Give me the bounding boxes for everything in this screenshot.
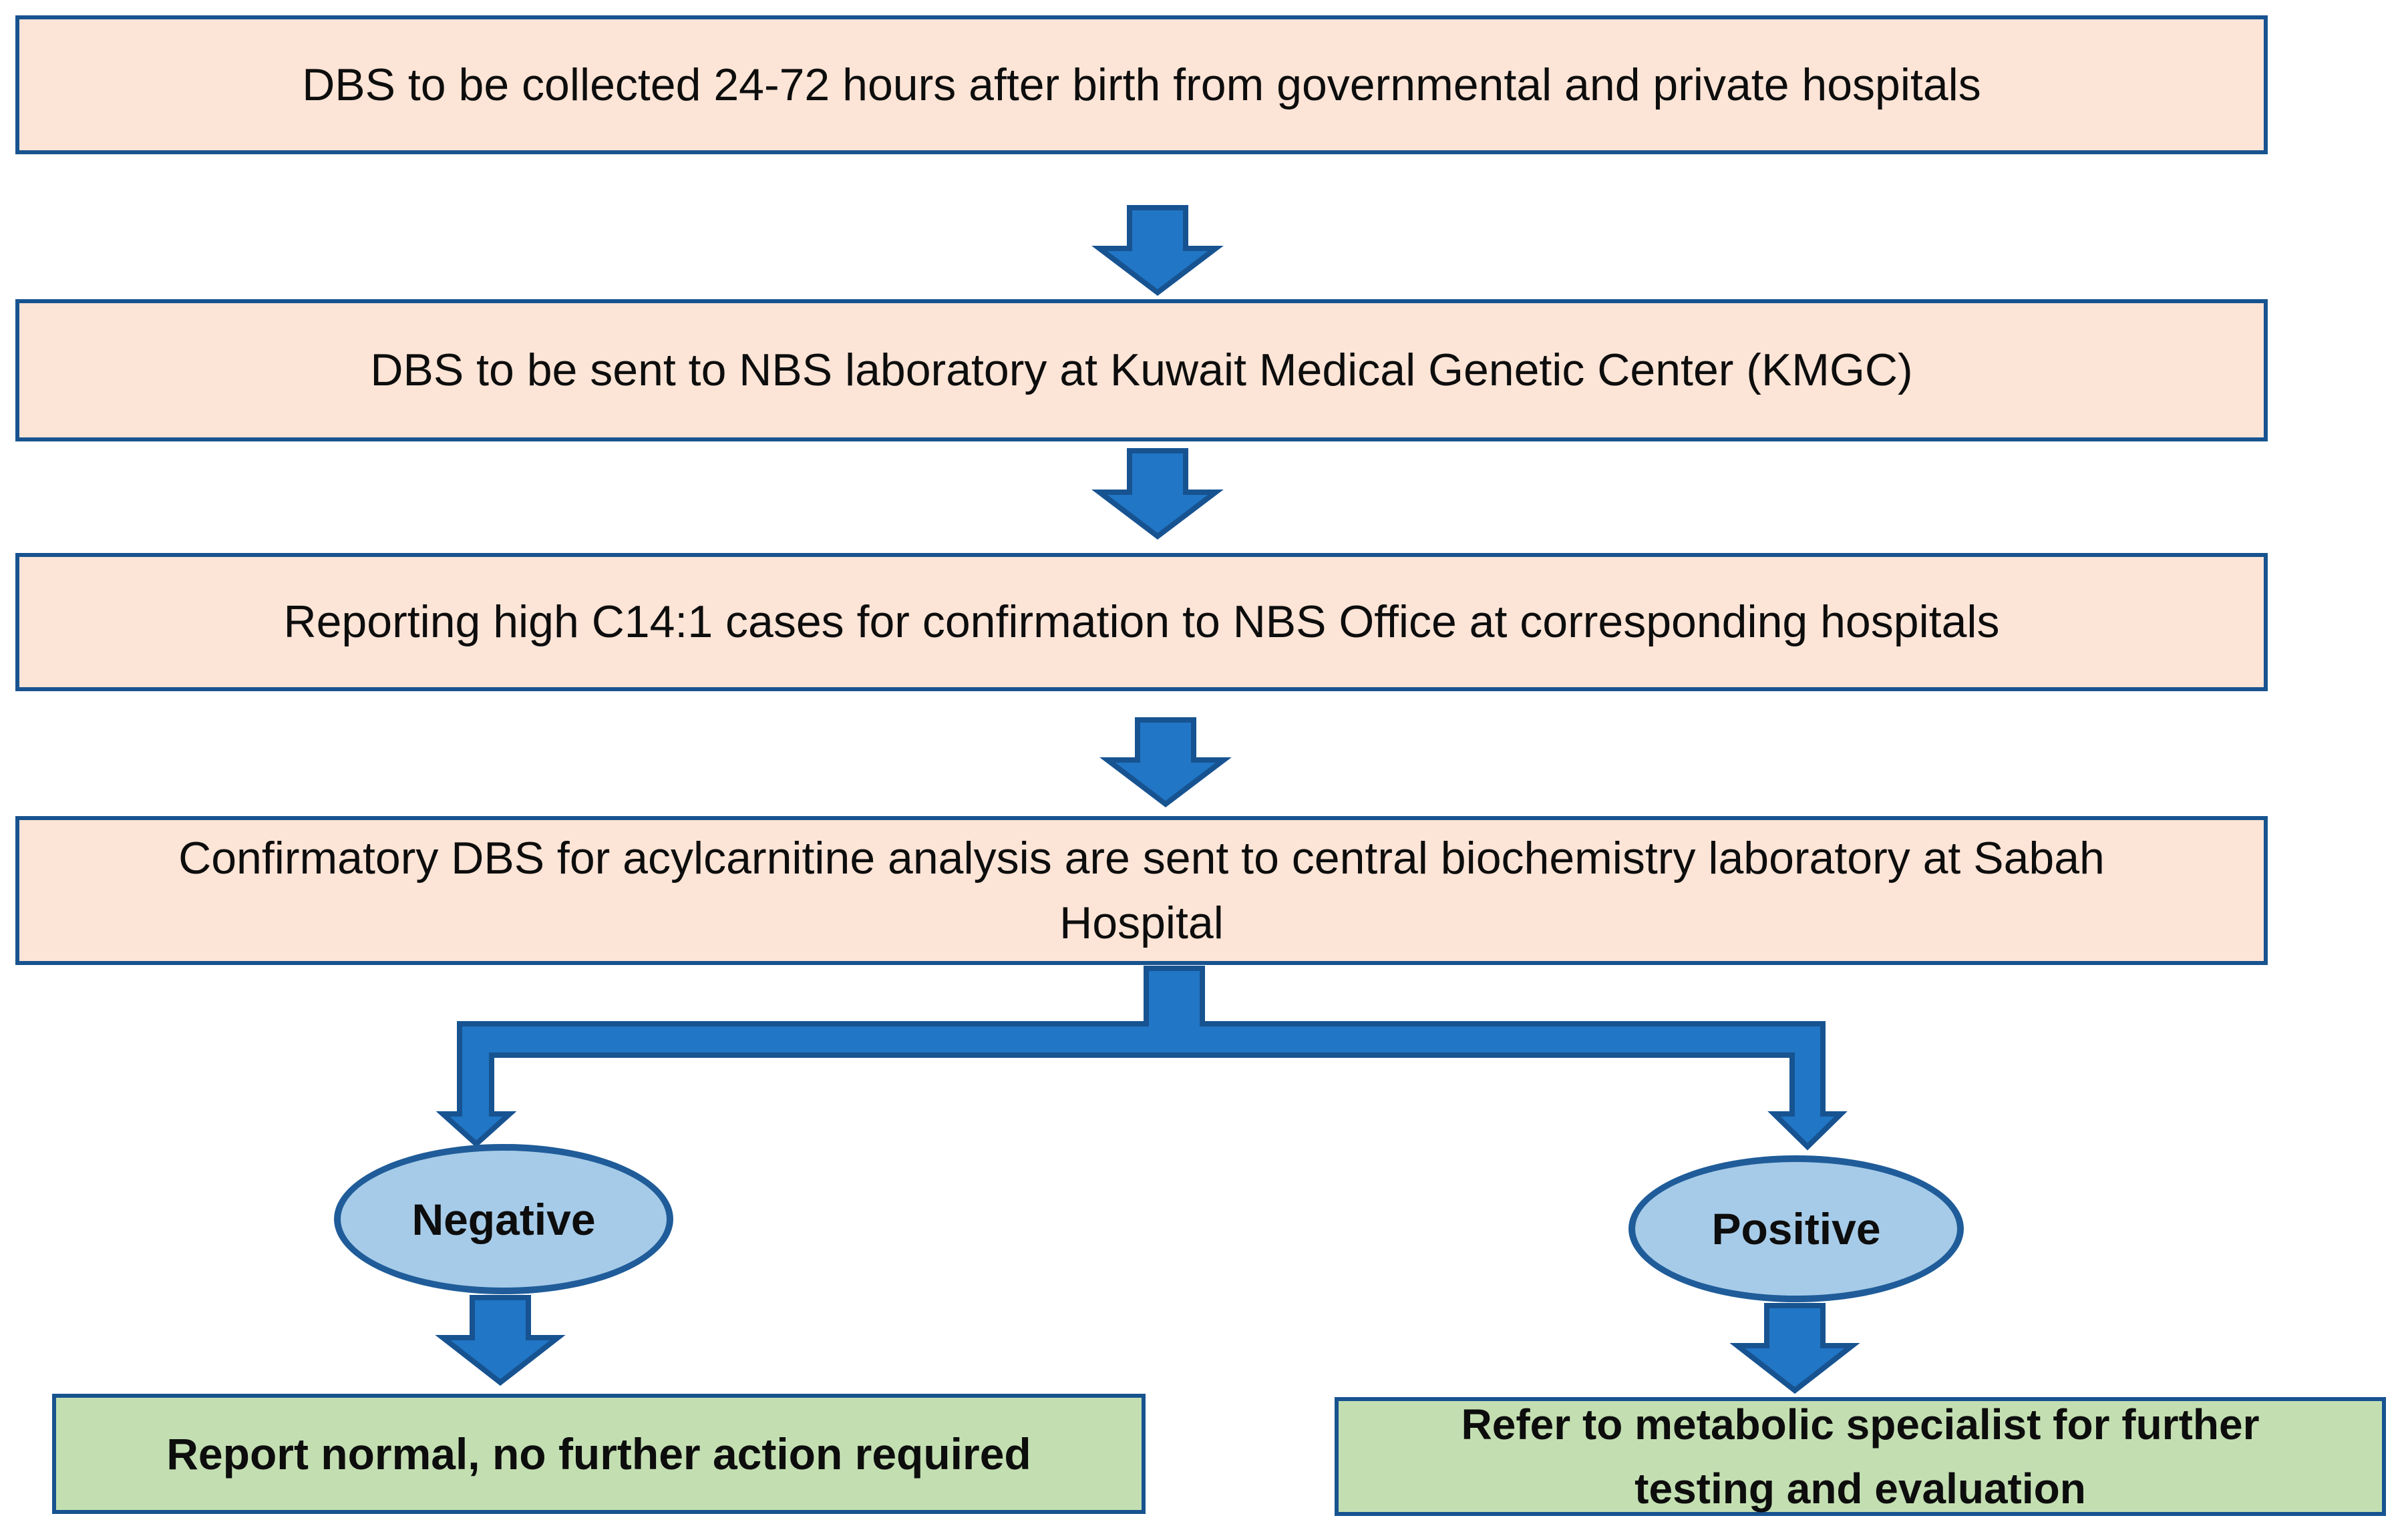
step-box-collection: DBS to be collected 24-72 hours after bi… [15,15,2268,154]
positive-outcome-arrow [1729,1303,1860,1394]
step-box-reporting: Reporting high C14:1 cases for confirmat… [15,553,2268,691]
step-box-collection-label: DBS to be collected 24-72 hours after bi… [302,59,1981,110]
step-box-send-to-lab: DBS to be sent to NBS laboratory at Kuwa… [15,299,2268,441]
positive-label: Positive [1711,1204,1881,1254]
positive-result-label-line2: testing and evaluation [1635,1465,2086,1513]
positive-result-label-line1: Refer to metabolic specialist for furthe… [1461,1400,2260,1449]
step-box-send-to-lab-label: DBS to be sent to NBS laboratory at Kuwa… [370,345,1913,396]
step-box-confirmatory-label-line2: Hospital [1059,897,1224,948]
negative-ellipse: Negative [334,1144,673,1294]
negative-result-label: Report normal, no further action require… [166,1428,1031,1479]
arrow-down-2 [1091,448,1224,540]
arrow-down-3 [1099,717,1232,808]
positive-result-box: Refer to metabolic specialist for furthe… [1335,1397,2386,1516]
step-box-confirmatory-label-line1: Confirmatory DBS for acylcarnitine analy… [178,832,2105,884]
negative-outcome-arrow [435,1295,566,1386]
negative-label: Negative [411,1194,596,1244]
negative-result-box: Report normal, no further action require… [52,1394,1146,1514]
step-box-reporting-label: Reporting high C14:1 cases for confirmat… [283,596,2000,648]
arrow-down-1 [1091,205,1224,297]
step-box-confirmatory: Confirmatory DBS for acylcarnitine analy… [15,816,2268,965]
branch-connector [436,966,1848,1151]
positive-ellipse: Positive [1628,1155,1964,1302]
